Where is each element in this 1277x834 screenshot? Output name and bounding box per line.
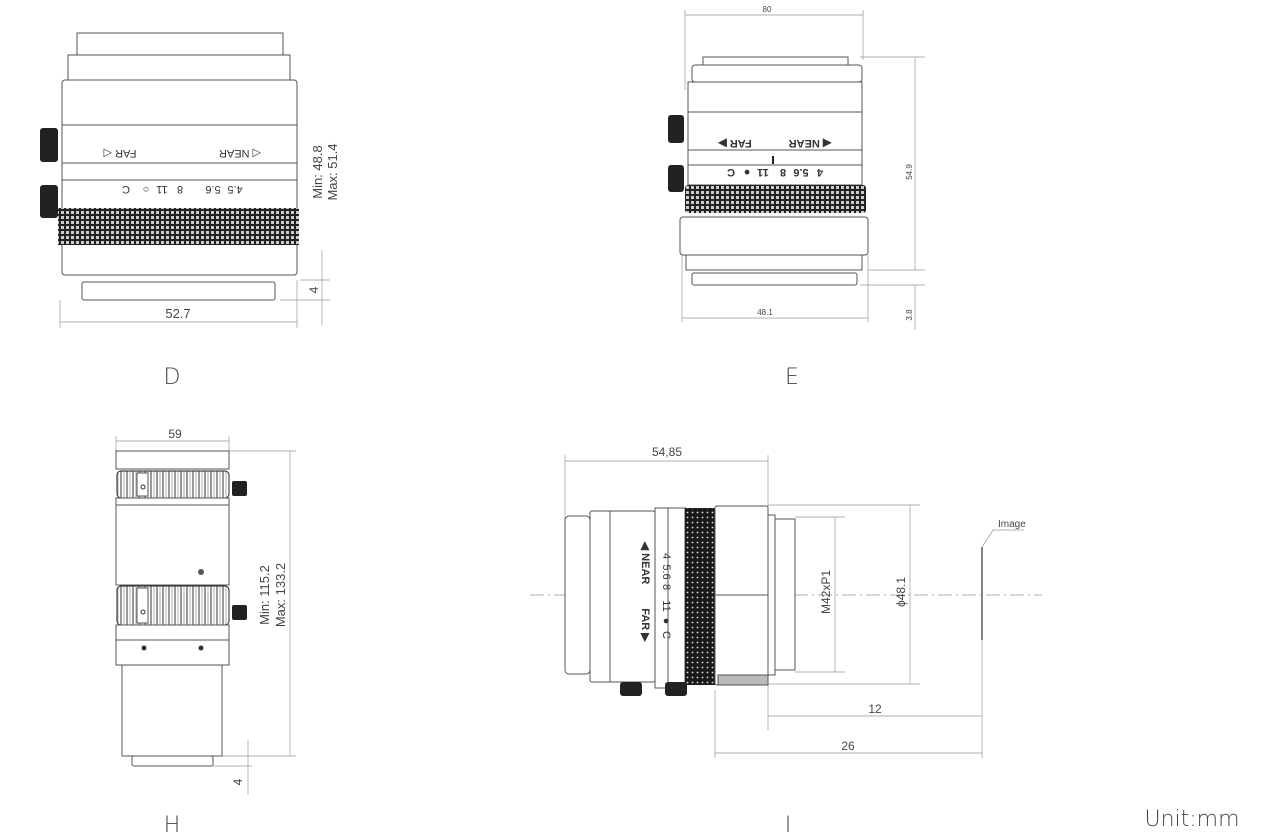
focus-lock-knob	[232, 481, 247, 496]
svg-text:4.5: 4.5	[227, 183, 242, 195]
aperture-scale: 4.5 5.6 8 11 ○ C	[122, 183, 243, 195]
svg-text:4: 4	[660, 553, 672, 559]
panel-d: FAR ◁ ◁ NEAR 4.5 5.6 8 11 ○ C 52.7 4 Min…	[40, 32, 340, 390]
image-label: Image	[998, 519, 1026, 530]
width-dimension: 59	[168, 427, 182, 441]
aperture-scale: 4 5.6 8 11 ● C	[660, 553, 672, 639]
flange-focal-dimension: 26	[841, 739, 855, 753]
focus-near-label: ◁ NEAR	[219, 147, 261, 159]
svg-text:11: 11	[156, 183, 167, 195]
width-dimension: 52.7	[165, 306, 190, 321]
focus-far-label: FAR ▶	[639, 608, 651, 642]
focus-ring-knurl	[685, 185, 866, 213]
flange-dimension: 3.8	[905, 309, 914, 321]
svg-text:5.6: 5.6	[205, 183, 220, 195]
panel-i: 54,85 ◀ NEAR FAR ▶ 4 5.6 8 11 ● C M42xP1…	[530, 445, 1042, 834]
iris-lock-knob	[665, 682, 687, 696]
zoom-ring-knurl	[116, 585, 230, 626]
length-max: Max: 133.2	[273, 563, 288, 627]
flange-dimension: 4	[231, 778, 245, 785]
focus-far-label: FAR ◁	[103, 147, 136, 159]
panel-label-e: E	[785, 365, 799, 390]
length-min: Min: 48.8	[310, 145, 325, 198]
flange-dimension: 4	[307, 286, 321, 293]
svg-text:4: 4	[816, 166, 823, 178]
focus-ring-knurl	[685, 508, 715, 685]
svg-text:C: C	[122, 183, 130, 195]
svg-text:○: ○	[143, 183, 150, 195]
panel-e: 80 FAR ▶ ◀ NEAR 4 5.6 8 11 ● C 54.9 3.8	[668, 5, 925, 390]
svg-text:5.6: 5.6	[793, 166, 808, 178]
iris-lock-knob	[668, 165, 684, 192]
length-dimension: 54.9	[905, 164, 914, 180]
svg-text:5.6: 5.6	[660, 564, 672, 579]
svg-text:●: ●	[744, 166, 751, 178]
panel-label-d: D	[164, 365, 181, 390]
svg-text:8: 8	[660, 584, 672, 590]
back-focus-dimension: 12	[868, 702, 882, 716]
length-dimension: 54,85	[652, 445, 682, 459]
zoom-lock-knob	[232, 605, 247, 620]
focus-lock-knob	[620, 682, 642, 696]
svg-text:●: ●	[660, 618, 672, 625]
thread-dimension: M42xP1	[819, 570, 833, 614]
focus-near-label: ◀ NEAR	[639, 541, 651, 585]
svg-text:C: C	[660, 631, 672, 639]
aperture-scale: 4 5.6 8 11 ● C	[727, 166, 823, 178]
svg-text:C: C	[727, 166, 735, 178]
svg-text:8: 8	[780, 166, 786, 178]
panel-label-i: I	[785, 813, 792, 834]
focus-lock-knob	[668, 115, 684, 143]
length-max: Max: 51.4	[325, 143, 340, 200]
unit-label: Unit:mm	[1144, 807, 1239, 832]
panel-label-h: H	[164, 813, 181, 834]
top-dimension: 80	[763, 5, 772, 14]
diameter-dimension: ϕ48.1	[894, 577, 908, 607]
svg-text:11: 11	[757, 166, 769, 178]
length-min: Min: 115.2	[257, 565, 272, 625]
focus-ring-knurl	[116, 470, 230, 499]
panel-h: 59 Min: 115.2 Max: 133.2 4 H	[115, 427, 296, 834]
focus-ring-knurl	[58, 208, 299, 245]
focus-near-label: ◀ NEAR	[789, 137, 833, 149]
focus-far-label: FAR ▶	[718, 137, 752, 149]
svg-text:8: 8	[177, 183, 183, 195]
focus-lock-knob	[40, 128, 58, 162]
iris-lock-knob	[40, 185, 58, 218]
width-dimension: 48.1	[757, 308, 773, 317]
svg-text:11: 11	[660, 600, 672, 611]
